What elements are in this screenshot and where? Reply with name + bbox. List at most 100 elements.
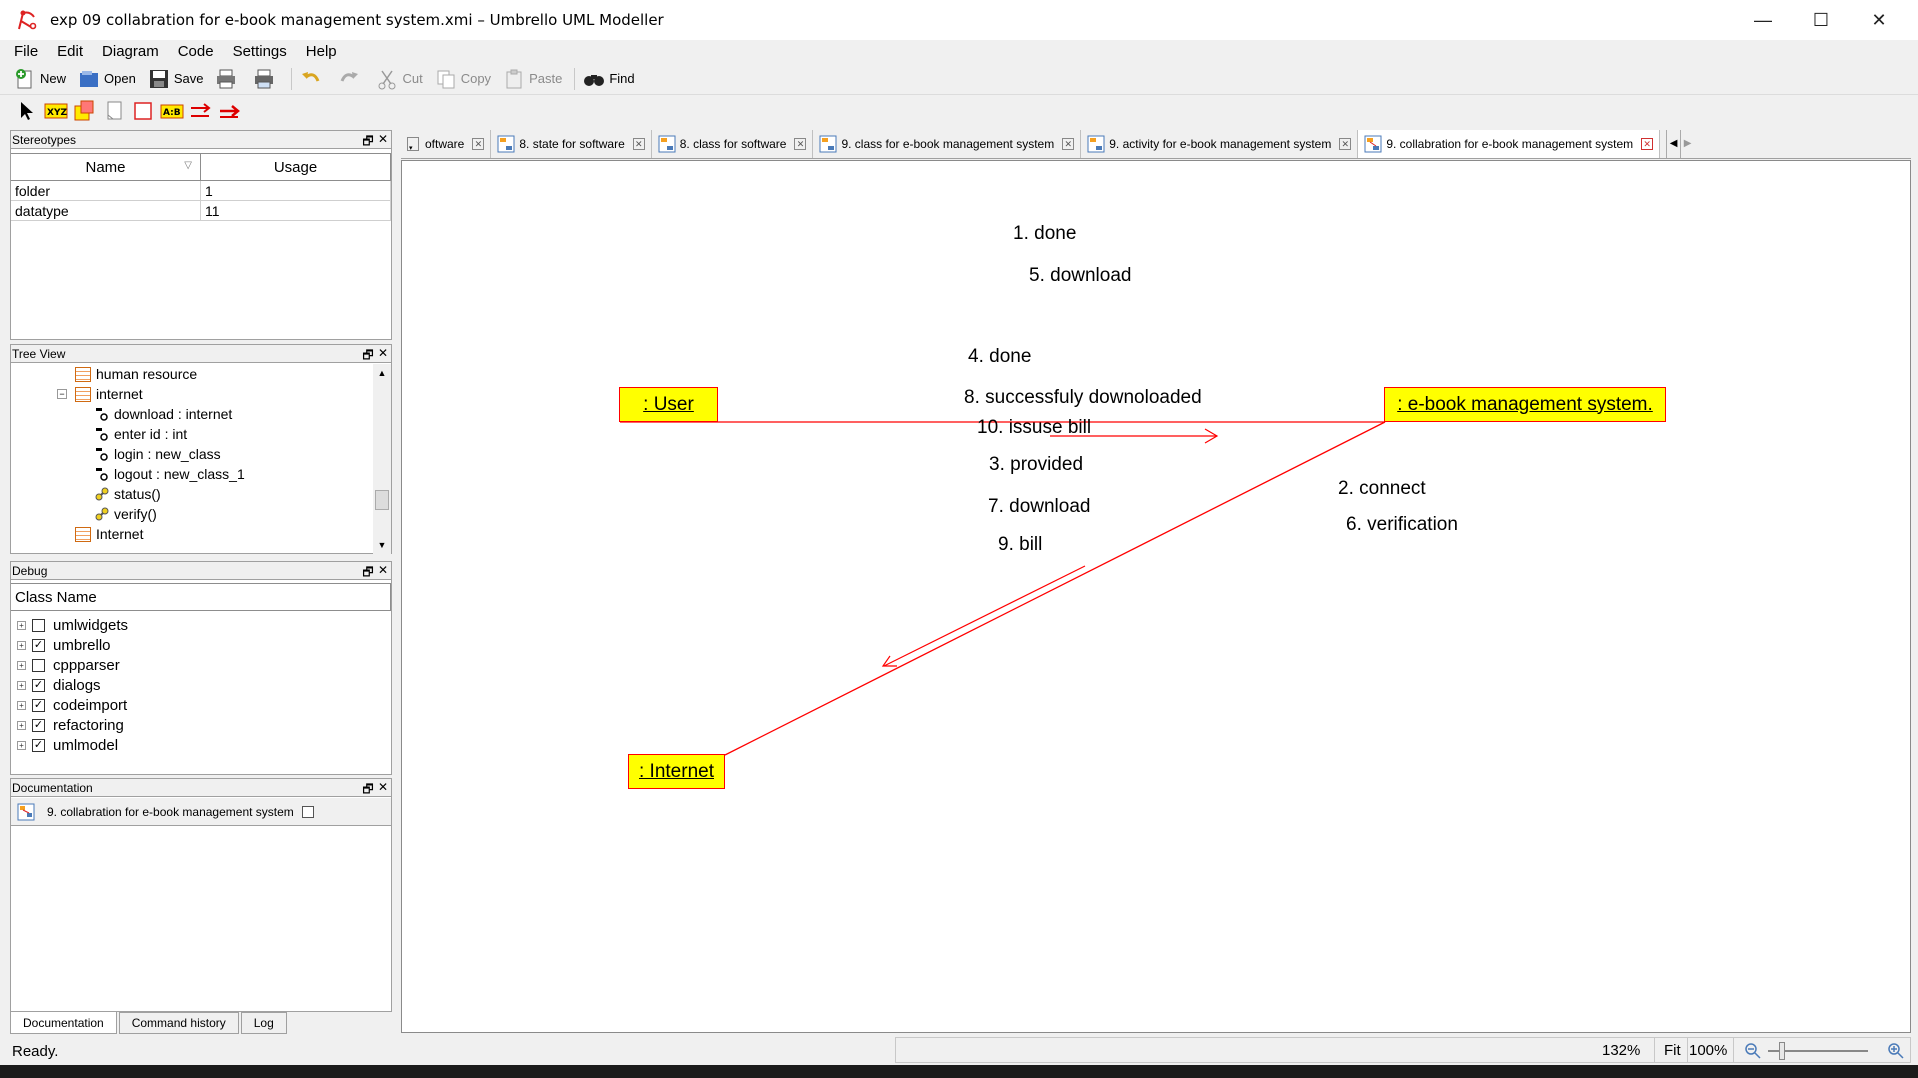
box-tool-icon[interactable] bbox=[130, 100, 156, 122]
close-tab-icon[interactable]: ✕ bbox=[794, 137, 807, 150]
name-column-header[interactable]: Name ▽ bbox=[11, 154, 201, 180]
close-panel-icon[interactable]: ✕ bbox=[377, 346, 389, 360]
tree-item-operation[interactable]: verify() bbox=[95, 504, 157, 524]
open-button[interactable]: Open bbox=[78, 68, 136, 90]
cut-button[interactable]: Cut bbox=[376, 68, 423, 90]
close-tab-icon[interactable]: ✕ bbox=[472, 137, 485, 150]
class-name-column-header[interactable]: Class Name bbox=[11, 584, 391, 610]
zoom-slider[interactable] bbox=[1768, 1050, 1868, 1052]
scroll-thumb[interactable] bbox=[375, 490, 389, 510]
message-label[interactable]: 10. issuse bill bbox=[977, 417, 1092, 438]
scroll-up-icon[interactable]: ▲ bbox=[377, 368, 387, 378]
expand-icon[interactable]: + bbox=[17, 620, 26, 630]
message-label[interactable]: 8. successfuly downoloaded bbox=[964, 387, 1202, 408]
tree-item-attribute[interactable]: download : internet bbox=[95, 404, 232, 424]
list-item[interactable]: +✓refactoring bbox=[17, 715, 124, 735]
diagram-canvas[interactable]: : User : e-book management system. : Int… bbox=[401, 160, 1911, 1033]
anchor-tool-icon[interactable] bbox=[101, 100, 127, 122]
close-window-button[interactable]: ✕ bbox=[1871, 9, 1887, 30]
expand-icon[interactable]: + bbox=[17, 640, 26, 650]
copy-button[interactable]: Copy bbox=[435, 68, 491, 90]
tab-log[interactable]: Log bbox=[240, 1012, 287, 1034]
note-tool-icon[interactable] bbox=[72, 100, 98, 122]
tab-command-history[interactable]: Command history bbox=[118, 1012, 239, 1034]
menu-code[interactable]: Code bbox=[177, 42, 214, 60]
tab-documentation[interactable]: Documentation bbox=[10, 1012, 117, 1034]
close-tab-icon[interactable]: ✕ bbox=[1641, 137, 1654, 150]
table-row[interactable]: folder 1 bbox=[11, 181, 391, 201]
scroll-down-icon[interactable]: ▼ bbox=[377, 540, 387, 550]
message-label[interactable]: 1. done bbox=[1013, 223, 1077, 244]
debug-checkbox[interactable]: ✓ bbox=[32, 718, 45, 732]
object-user[interactable]: : User bbox=[619, 387, 718, 422]
message-label[interactable]: 6. verification bbox=[1346, 514, 1458, 535]
tree-item-class[interactable]: human resource bbox=[75, 364, 197, 384]
system-internet-link[interactable] bbox=[724, 421, 1386, 756]
text-tool-icon[interactable]: A:B bbox=[159, 100, 185, 122]
maximize-button[interactable]: ☐ bbox=[1812, 9, 1830, 30]
debug-checkbox[interactable]: ✓ bbox=[32, 698, 45, 712]
menu-file[interactable]: File bbox=[14, 42, 39, 60]
tab-scroll-left-icon[interactable]: ◀ bbox=[1666, 129, 1680, 158]
list-item[interactable]: +cppparser bbox=[17, 655, 120, 675]
new-button[interactable]: New bbox=[14, 68, 66, 90]
zoom-in-icon[interactable] bbox=[1887, 1042, 1905, 1060]
tree-item-class[interactable]: − internet bbox=[57, 384, 143, 404]
redo-button[interactable] bbox=[338, 68, 364, 90]
object-tool-icon[interactable]: XYZ bbox=[43, 100, 69, 122]
object-internet[interactable]: : Internet bbox=[628, 754, 725, 789]
expand-icon[interactable]: + bbox=[17, 740, 26, 750]
list-item[interactable]: +✓dialogs bbox=[17, 675, 101, 695]
float-panel-icon[interactable]: 🗗 bbox=[362, 348, 374, 362]
message-label[interactable]: 3. provided bbox=[989, 454, 1084, 475]
list-item[interactable]: +✓umlmodel bbox=[17, 735, 118, 755]
debug-checkbox[interactable] bbox=[32, 618, 45, 632]
save-button[interactable]: Save bbox=[148, 68, 203, 90]
find-button[interactable]: Find bbox=[583, 68, 635, 90]
print-button[interactable] bbox=[215, 68, 241, 90]
undo-button[interactable] bbox=[300, 68, 326, 90]
tree-item-class[interactable]: Internet bbox=[75, 524, 143, 544]
menu-help[interactable]: Help bbox=[305, 42, 337, 60]
menu-settings[interactable]: Settings bbox=[232, 42, 287, 60]
collapse-icon[interactable]: − bbox=[57, 389, 67, 399]
object-system[interactable]: : e-book management system. bbox=[1384, 387, 1666, 422]
minimize-button[interactable]: — bbox=[1754, 9, 1772, 30]
tab-diagram[interactable]: 9. class for e-book management system ✕ bbox=[813, 129, 1082, 158]
close-tab-icon[interactable]: ✕ bbox=[632, 137, 645, 150]
menu-diagram[interactable]: Diagram bbox=[102, 42, 159, 60]
message-tool-icon[interactable] bbox=[188, 100, 214, 122]
usage-column-header[interactable]: Usage bbox=[201, 154, 391, 180]
list-item[interactable]: +✓umbrello bbox=[17, 635, 111, 655]
close-tab-icon[interactable]: ✕ bbox=[1062, 137, 1075, 150]
print-preview-button[interactable] bbox=[253, 68, 279, 90]
debug-checkbox[interactable] bbox=[32, 658, 45, 672]
tree-item-operation[interactable]: status() bbox=[95, 484, 161, 504]
paste-button[interactable]: Paste bbox=[503, 68, 562, 90]
close-panel-icon[interactable]: ✕ bbox=[377, 780, 389, 794]
tab-diagram[interactable]: ▾ oftware ✕ bbox=[401, 129, 492, 158]
list-item[interactable]: +umlwidgets bbox=[17, 615, 128, 635]
message-label[interactable]: 4. done bbox=[968, 346, 1032, 367]
tab-diagram[interactable]: 8. state for software ✕ bbox=[491, 129, 652, 158]
debug-checkbox[interactable]: ✓ bbox=[32, 638, 45, 652]
select-arrow-icon[interactable] bbox=[14, 100, 40, 122]
debug-checkbox[interactable]: ✓ bbox=[32, 738, 45, 752]
close-tab-icon[interactable]: ✕ bbox=[1339, 137, 1352, 150]
tab-scroll-right-icon[interactable]: ▶ bbox=[1680, 129, 1694, 158]
zoom-100-button[interactable]: 100% bbox=[1689, 1042, 1728, 1059]
float-panel-icon[interactable]: 🗗 bbox=[362, 134, 374, 148]
documentation-textarea[interactable] bbox=[11, 827, 391, 1011]
expand-icon[interactable]: + bbox=[17, 720, 26, 730]
message-label[interactable]: 2. connect bbox=[1338, 478, 1426, 499]
expand-icon[interactable]: + bbox=[17, 660, 26, 670]
tree-item-attribute[interactable]: enter id : int bbox=[95, 424, 187, 444]
debug-checkbox[interactable]: ✓ bbox=[32, 678, 45, 692]
zoom-out-icon[interactable] bbox=[1744, 1042, 1762, 1060]
tab-diagram-active[interactable]: 9. collabration for e-book management sy… bbox=[1358, 129, 1661, 158]
message-label[interactable]: 5. download bbox=[1029, 265, 1132, 286]
expand-icon[interactable]: + bbox=[17, 680, 26, 690]
tree-item-attribute[interactable]: login : new_class bbox=[95, 444, 221, 464]
message-label[interactable]: 9. bill bbox=[998, 534, 1043, 555]
menu-edit[interactable]: Edit bbox=[57, 42, 84, 60]
